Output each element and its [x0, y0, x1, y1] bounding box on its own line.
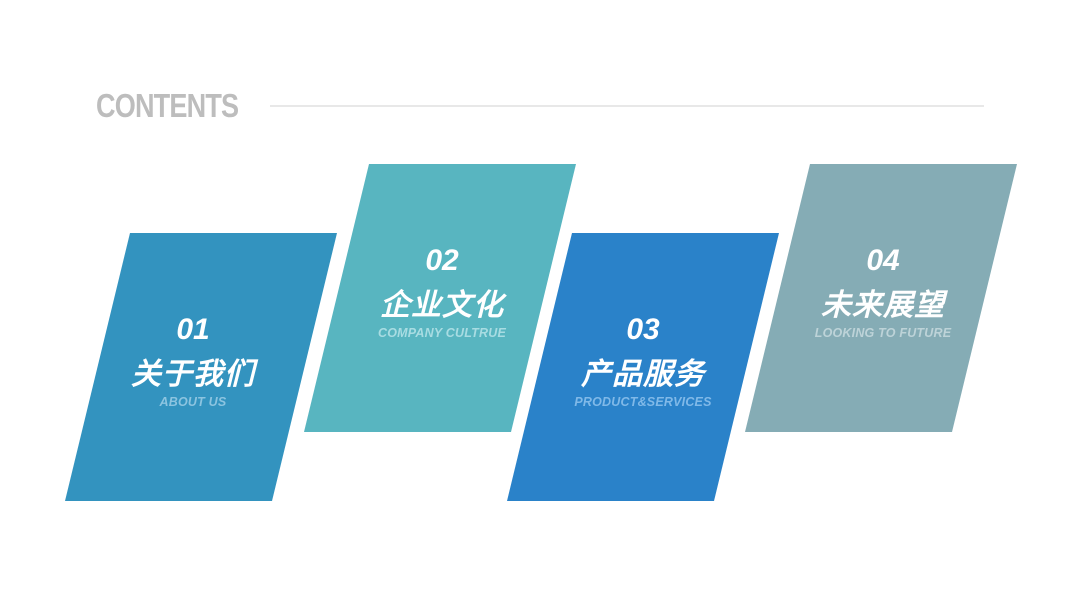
card-title-en: LOOKING TO FUTURE [814, 326, 952, 340]
toc-card-about-us[interactable]: 01 关于我们 ABOUT US [65, 233, 337, 501]
card-title-cn: 关于我们 [131, 357, 255, 392]
card-content: 01 关于我们 ABOUT US [57, 313, 329, 409]
card-content: 03 产品服务 PRODUCT&SERVICES [507, 313, 779, 409]
toc-card-product-services[interactable]: 03 产品服务 PRODUCT&SERVICES [507, 233, 779, 501]
card-number: 03 [626, 313, 660, 346]
card-title-en: PRODUCT&SERVICES [574, 395, 712, 409]
card-content: 04 未来展望 LOOKING TO FUTURE [747, 244, 1019, 340]
card-content: 02 企业文化 COMPANY CULTRUE [306, 244, 578, 340]
card-title-cn: 未来展望 [821, 288, 945, 323]
toc-card-company-culture[interactable]: 02 企业文化 COMPANY CULTRUE [304, 164, 576, 432]
toc-card-looking-to-future[interactable]: 04 未来展望 LOOKING TO FUTURE [745, 164, 1017, 432]
card-number: 01 [176, 313, 210, 346]
header-divider [270, 105, 984, 107]
contents-title: CONTENTS [96, 87, 239, 124]
card-title-cn: 企业文化 [380, 288, 504, 323]
card-title-en: ABOUT US [159, 395, 227, 409]
card-number: 04 [866, 244, 900, 277]
card-title-en: COMPANY CULTRUE [378, 326, 506, 340]
card-title-cn: 产品服务 [581, 357, 705, 392]
card-number: 02 [425, 244, 459, 277]
